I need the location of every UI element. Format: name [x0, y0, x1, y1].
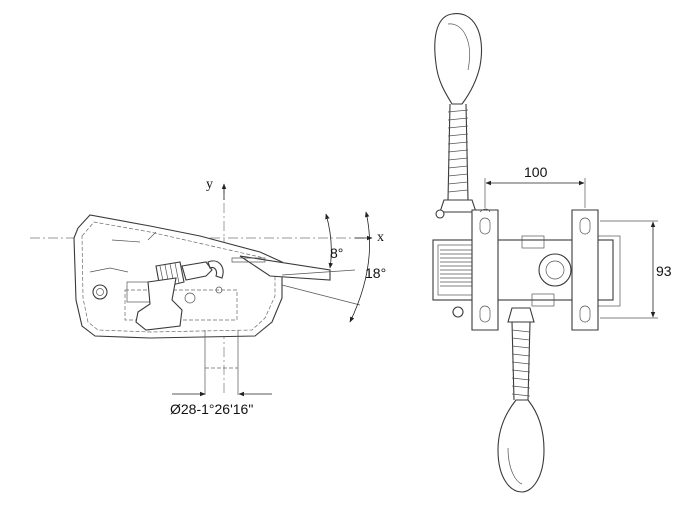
small-pin: [215, 286, 223, 294]
bolt-center: [96, 288, 104, 296]
bottom-clip: [531, 293, 555, 307]
right-slot-bottom: [579, 305, 591, 323]
left-plate: [471, 209, 499, 331]
diameter-label: Ø28-1°26'16": [170, 401, 253, 417]
angle-18-label: 18°: [365, 265, 386, 281]
lower-knob-highlight: [507, 447, 523, 485]
spring-rod: [181, 261, 213, 281]
lower-collar: [507, 307, 535, 323]
angle-8-label: 8°: [330, 245, 343, 261]
housing-hidden-edge: [81, 221, 276, 333]
x-axis-label: x: [377, 230, 384, 245]
arc-8deg: [325, 213, 333, 269]
top-plate: [231, 257, 266, 263]
width-dim-label: 100: [524, 164, 548, 180]
left-slot-bottom: [479, 305, 491, 323]
upper-bellows: [447, 103, 469, 201]
arc-18deg: [349, 211, 370, 323]
center-hub-inner: [545, 260, 565, 280]
lower-bellows: [511, 321, 531, 401]
bolt-head: [92, 284, 108, 300]
line-18deg: [281, 284, 361, 306]
lower-handle-knob: [497, 399, 545, 493]
left-slot-top: [479, 217, 491, 235]
center-hub: [538, 253, 572, 287]
top-edge-2: [147, 231, 157, 241]
right-plate: [571, 209, 599, 331]
pin-circle: [184, 292, 196, 304]
top-edge-1: [111, 239, 141, 243]
y-axis-label: y: [206, 177, 213, 192]
line-8deg: [281, 269, 356, 276]
upper-left-bolt: [435, 209, 445, 219]
height-dim-label: 93: [656, 263, 672, 279]
upper-collar: [439, 199, 477, 213]
side-view: y x 8°: [30, 177, 386, 417]
front-view: 100 93: [432, 13, 672, 493]
inner-line-1: [89, 267, 129, 273]
spring-lines: [440, 249, 494, 287]
upper-knob-highlight: [447, 23, 470, 71]
right-slot-top: [579, 217, 591, 235]
upper-handle-knob: [434, 13, 483, 105]
top-clip: [521, 235, 545, 249]
hook: [207, 260, 224, 279]
left-plate-cap: [479, 208, 491, 213]
t-handle: [135, 277, 183, 331]
lower-left-bolt: [452, 306, 464, 318]
